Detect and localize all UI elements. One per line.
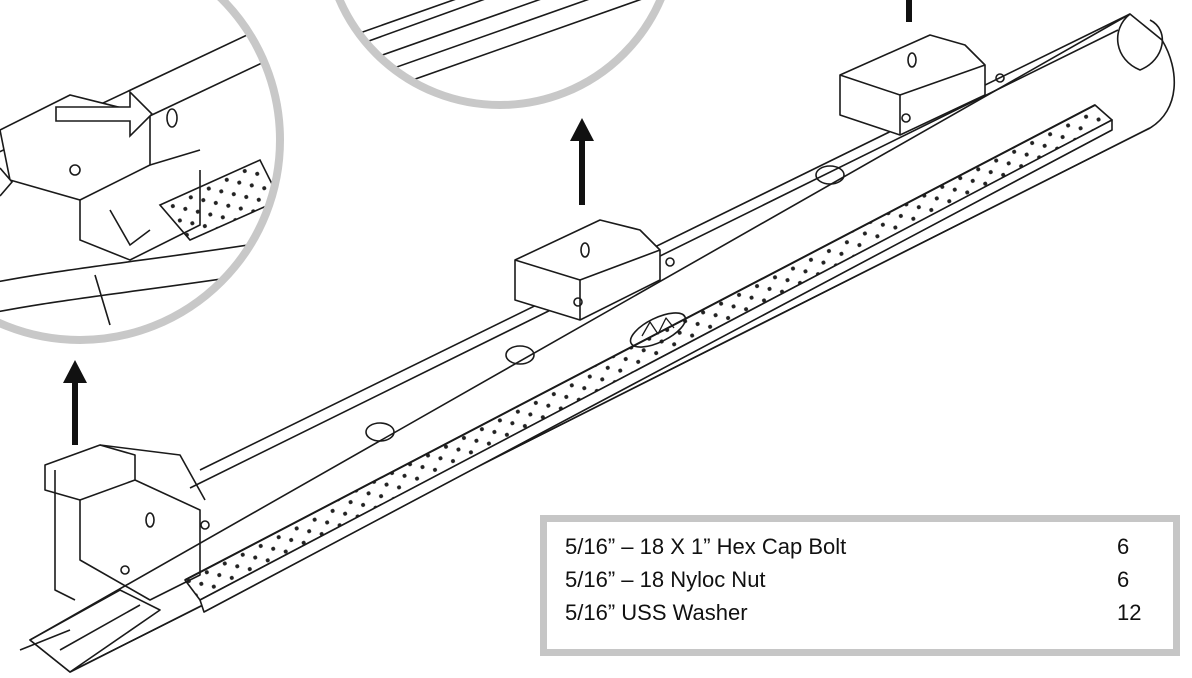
arrow-up-icon (63, 360, 87, 445)
hardware-item: 5/16” – 18 X 1” Hex Cap Bolt (565, 534, 847, 559)
hardware-item: 5/16” – 18 Nyloc Nut (565, 567, 766, 592)
brand-logo-icon (629, 312, 687, 348)
hardware-item: 5/16” USS Washer (565, 600, 748, 625)
front-end-cap (19, 589, 161, 673)
hardware-row: 5/16” – 18 X 1” Hex Cap Bolt 6 (565, 530, 1153, 563)
arrow-up-icon (570, 118, 594, 205)
step-plate (184, 104, 1113, 613)
hardware-qty: 12 (1117, 600, 1142, 625)
hardware-list: 5/16” – 18 X 1” Hex Cap Bolt 6 5/16” – 1… (540, 515, 1180, 656)
hardware-qty: 6 (1117, 567, 1130, 592)
rail-holes (365, 165, 845, 442)
detail-view-left (0, 0, 284, 344)
bracket-middle (514, 219, 675, 321)
bracket-rear (839, 34, 1005, 136)
hardware-qty: 6 (1117, 534, 1130, 559)
hardware-row: 5/16” – 18 Nyloc Nut 6 (565, 563, 1153, 596)
detail-view-top (329, 0, 675, 109)
hardware-row: 5/16” USS Washer 12 (565, 596, 1153, 629)
arrow-right-icon (55, 90, 154, 138)
arrow-up-icon (906, 0, 912, 22)
bracket-front (44, 444, 210, 601)
arrow-right-icon (0, 167, 14, 197)
